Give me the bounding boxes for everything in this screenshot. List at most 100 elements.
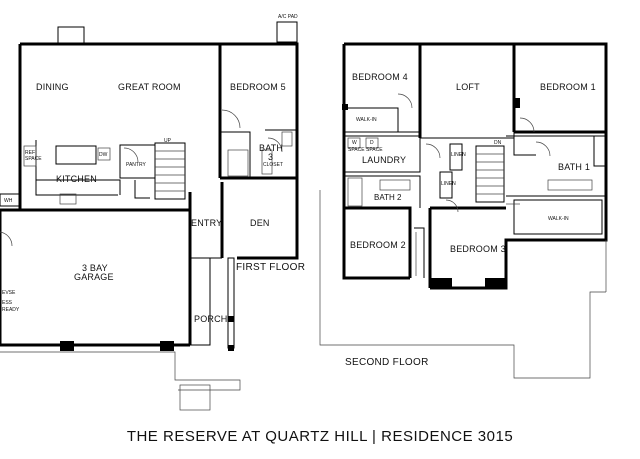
- kitchen-nook-wall: [134, 180, 150, 199]
- room-garage: GARAGE: [74, 272, 114, 282]
- second-floor-left-wall: [342, 44, 410, 280]
- bedroom4-door-swing: [397, 93, 413, 109]
- bedroom1-door-swing: [519, 117, 535, 133]
- fridge-space: [23, 145, 37, 167]
- ess-label: ESS: [2, 300, 13, 306]
- kitchen-island: [55, 145, 97, 165]
- range: [59, 193, 77, 205]
- bath1-door-swing: [535, 141, 551, 157]
- water-heater-box: [0, 193, 21, 207]
- bath1-shower: [593, 135, 607, 167]
- room-porch: PORCH: [194, 314, 228, 324]
- stairs-dn-label: DN: [494, 140, 502, 146]
- dryer-space: [365, 137, 379, 149]
- bedroom3-window-block: [430, 278, 452, 288]
- ref-label: REF: [25, 150, 35, 156]
- first-floor-stairs: [154, 142, 186, 200]
- porch-outline: [190, 258, 211, 346]
- room-loft: LOFT: [456, 82, 480, 92]
- washer-space-label: SPACE: [348, 147, 365, 153]
- linen1-label: LINEN: [451, 152, 466, 158]
- kitchen-counter: [36, 179, 121, 195]
- laundry-walls: [344, 135, 421, 173]
- porch-post: [228, 316, 234, 322]
- bath2-walls: [344, 175, 421, 208]
- laundry-door-swing: [425, 143, 441, 159]
- dishwasher-label: DW: [99, 152, 108, 158]
- bath2-tub: [347, 177, 363, 207]
- first-floor-label: FIRST FLOOR: [236, 262, 305, 273]
- linen-closet-1: [449, 143, 463, 171]
- room-bath3-number: 3: [268, 152, 273, 162]
- second-floor-plan: BEDROOM 4 LOFT BEDROOM 1 WALK-IN LAUNDRY…: [319, 42, 608, 379]
- washer-label: W: [352, 140, 357, 146]
- room-pantry: PANTRY: [126, 162, 146, 168]
- room-bath2: BATH 2: [374, 193, 402, 202]
- first-floor-plan: A/C PAD: [0, 14, 305, 411]
- second-floor-right-wall: [430, 132, 608, 290]
- room-walkin-small: WALK-IN: [356, 117, 377, 123]
- bath3-tub: [227, 149, 249, 177]
- ess-ready-label: READY: [2, 307, 20, 313]
- room-bedroom2: BEDROOM 2: [350, 240, 406, 250]
- walkin-closet: [513, 199, 603, 235]
- roof-bump: [57, 26, 85, 44]
- dryer-space-label: SPACE: [366, 147, 383, 153]
- closet-label: CLOSET: [263, 162, 283, 168]
- room-bath3-label: BATH: [259, 143, 283, 153]
- bath3-toilet: [281, 131, 293, 147]
- room-walkin-large: WALK-IN: [548, 216, 569, 222]
- dishwasher: [97, 147, 111, 161]
- ac-pad-box: [276, 21, 298, 43]
- second-floor-stairs: [475, 145, 505, 203]
- ac-pad-label: A/C PAD: [278, 14, 298, 20]
- linen2-label: LINEN: [441, 181, 456, 187]
- bedroom3-window-block-2: [485, 278, 506, 288]
- stairs-up-label: UP: [164, 138, 172, 144]
- garage-pier-2: [160, 341, 174, 351]
- porch-column: [227, 257, 235, 349]
- bedroom4-post: [342, 104, 348, 110]
- garage-pier-1: [60, 341, 74, 351]
- bedroom2-closet-wall: [414, 227, 425, 278]
- linen-closet-2: [439, 171, 453, 199]
- bedroom1-post: [514, 98, 520, 108]
- bedroom5-door-swing: [221, 109, 241, 129]
- room-laundry: LAUNDRY: [362, 155, 406, 165]
- room-great-room: GREAT ROOM: [118, 82, 181, 92]
- site-outline: [319, 190, 606, 379]
- dryer-label: D: [370, 140, 374, 146]
- room-den: DEN: [250, 218, 270, 228]
- bath3-closet: [261, 149, 273, 175]
- garage-door-swing: [0, 231, 13, 247]
- bedroom3-door-swing: [445, 199, 459, 213]
- walkway-outline: [179, 384, 211, 411]
- room-entry: ENTRY: [191, 218, 222, 228]
- bath3-door-swing: [267, 137, 283, 153]
- second-floor-top-wall: [344, 42, 608, 134]
- bath1-vanity: [547, 179, 593, 191]
- room-kitchen: KITCHEN: [56, 174, 97, 184]
- room-bedroom1: BEDROOM 1: [540, 82, 596, 92]
- room-bedroom4: BEDROOM 4: [352, 72, 408, 82]
- pantry-door-swing: [123, 147, 139, 163]
- washer-space: [347, 137, 361, 149]
- first-floor-outer-wall: [20, 42, 299, 260]
- room-bedroom3: BEDROOM 3: [450, 244, 506, 254]
- evse-label: EVSE: [2, 290, 16, 296]
- ref-space-label: SPACE: [25, 156, 42, 162]
- water-heater-label: WH: [4, 198, 13, 204]
- driveway-outline: [0, 351, 241, 391]
- second-floor-label: SECOND FLOOR: [345, 357, 429, 368]
- porch-post-2: [228, 345, 234, 351]
- bath2-vanity: [379, 179, 411, 191]
- room-dining: DINING: [36, 82, 69, 92]
- room-garage-bays: 3 BAY: [82, 263, 108, 273]
- room-bath1: BATH 1: [558, 162, 590, 172]
- bath3-wall: [220, 131, 251, 178]
- plan-title: THE RESERVE AT QUARTZ HILL | RESIDENCE 3…: [126, 428, 514, 445]
- room-bedroom5: BEDROOM 5: [230, 82, 286, 92]
- bedroom2-top-wall: [344, 206, 412, 278]
- bedroom1-entry-wall: [513, 132, 536, 156]
